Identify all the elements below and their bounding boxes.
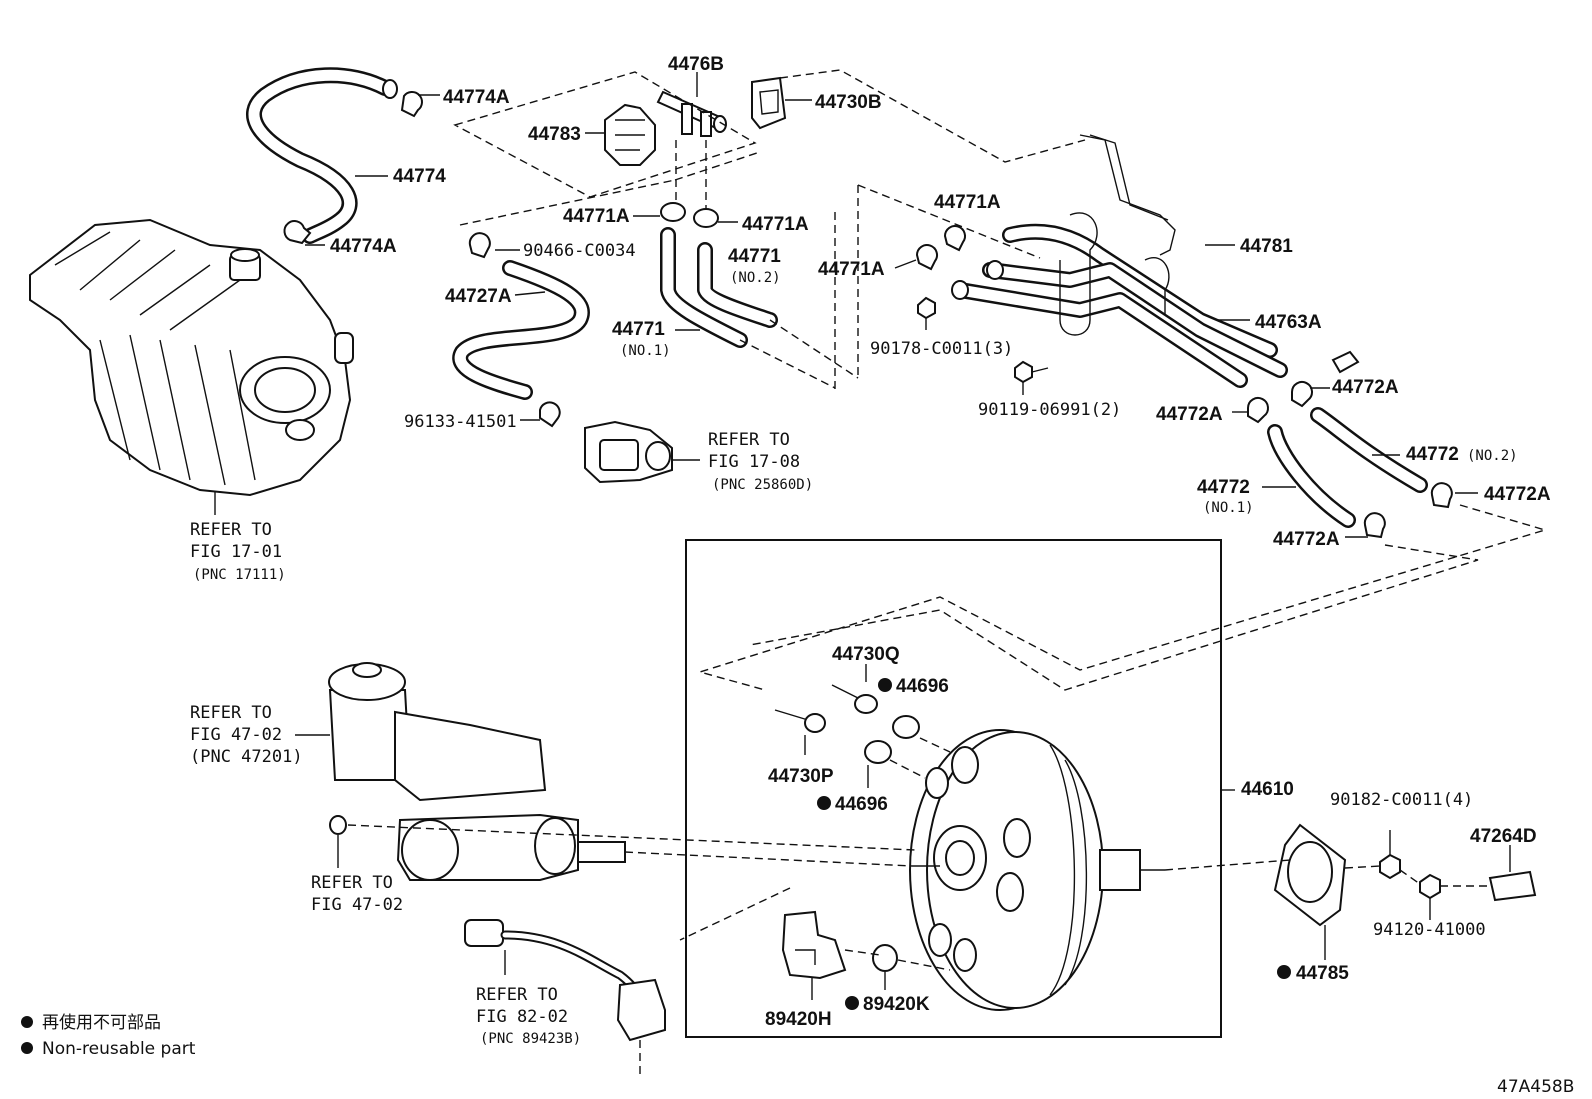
check-valves [774,664,951,788]
ref-line: REFER TO [311,873,393,893]
booster-mount [1164,823,1537,960]
intake-manifold [29,218,354,515]
callout-96133: 96133-41501 [404,412,517,432]
non-reusable-dot [845,996,859,1010]
callout-44771A-mid2: 44771A [818,259,885,280]
ref-line: (PNC 89423B) [480,1031,581,1047]
t-joint-4476B [656,72,727,137]
ref-line: (PNC 47201) [190,747,303,767]
callout-44763A: 44763A [1255,312,1322,333]
ref-line: FIG 47-02 [190,725,282,745]
callout-44772-no2: 44772 [1406,444,1459,465]
ref-line: REFER TO [190,520,272,540]
callout-90119: 90119-06991(2) [978,400,1121,420]
callout-labels: 44774A 4476B 44730B 44783 44774 44774A 4… [330,54,1551,1030]
callout-44771A-left: 44771A [563,206,630,227]
pressure-sensor [679,887,951,1000]
callout-44772-no1: 44772 [1197,477,1250,498]
callout-44730P: 44730P [768,766,834,787]
legend: 再使用不可部品 Non-reusable part [21,1012,196,1059]
callout-44772A-3: 44772A [1484,484,1551,505]
callout-44730B: 44730B [815,92,882,113]
legend-japanese: 再使用不可部品 [42,1012,161,1033]
legend-dot [21,1042,33,1054]
master-cylinder [295,662,916,881]
callout-44774A-low: 44774A [330,236,397,257]
ref-line: FIG 17-01 [190,542,282,562]
callout-44730Q: 44730Q [832,644,900,665]
callout-44771A-right: 44771A [742,214,809,235]
hoses-44772 [697,350,1548,691]
ref-line: (PNC 17111) [193,567,286,583]
sensor-44783 [585,103,656,166]
callout-44696-b: 44696 [835,794,888,815]
callout-44774: 44774 [393,166,446,187]
callout-44610: 44610 [1241,779,1294,800]
connector-44730B [751,76,812,130]
callout-90466-C0034: 90466-C0034 [523,241,636,261]
callout-47264D: 47264D [1470,826,1537,847]
reference-fig-82-02: REFER TO FIG 82-02 (PNC 89423B) [476,985,581,1047]
callout-44771-no1: 44771 [612,319,665,340]
reference-fig-47-02-b: REFER TO FIG 47-02 [311,873,403,915]
callout-94120: 94120-41000 [1373,920,1486,940]
brake-booster [909,729,1165,1011]
callout-44727A: 44727A [445,286,512,307]
callout-44774A-top: 44774A [443,87,510,108]
legend-dot [21,1016,33,1028]
ref-line: REFER TO [476,985,558,1005]
reference-fig-17-08: REFER TO FIG 17-08 (PNC 25860D) [708,430,813,493]
reference-fig-47-02-a: REFER TO FIG 47-02 (PNC 47201) [190,703,303,767]
wire-harness [464,919,666,1075]
callout-44781: 44781 [1240,236,1293,257]
hose-44774 [246,67,440,246]
ref-line: REFER TO [190,703,272,723]
reference-fig-17-01: REFER TO FIG 17-01 (PNC 17111) [190,520,286,583]
legend-english: Non-reusable part [42,1039,196,1059]
figure-id: 47A458B [1497,1077,1574,1097]
callout-44771A-mid: 44771A [934,192,1001,213]
callout-44772A-4: 44772A [1273,529,1340,550]
hose-44727A [452,232,590,428]
non-reusable-dot [817,796,831,810]
clips-mid [894,225,1049,395]
callout-90178: 90178-C0011(3) [870,339,1013,359]
non-reusable-dot [878,678,892,692]
clips-44771A [633,140,738,228]
ref-line: FIG 47-02 [311,895,403,915]
brake-booster-box [685,539,1222,1038]
non-reusable-dot [1277,965,1291,979]
callout-no1-a: (NO.1) [620,343,671,359]
callout-no1-b: (NO.1) [1203,500,1254,516]
hoses-44771 [660,184,1041,392]
callout-44785: 44785 [1296,963,1349,984]
vacuum-pipes [951,134,1288,388]
callout-44771-no2: 44771 [728,246,781,267]
callout-44783: 44783 [528,124,581,145]
ref-line: FIG 82-02 [476,1007,568,1027]
callout-no2-b: (NO.2) [1467,448,1518,464]
ref-line: (PNC 25860D) [712,477,813,493]
callout-89420H: 89420H [765,1009,832,1030]
ref-line: FIG 17-08 [708,452,800,472]
vacuum-valve [584,420,700,484]
callout-90182: 90182-C0011(4) [1330,790,1473,810]
callout-4476B: 4476B [668,54,724,75]
callout-44772A-2: 44772A [1156,404,1223,425]
callout-no2-a: (NO.2) [730,270,781,286]
callout-44696-a: 44696 [896,676,949,697]
callout-89420K: 89420K [863,994,930,1015]
callout-44772A-1: 44772A [1332,377,1399,398]
ref-line: REFER TO [708,430,790,450]
